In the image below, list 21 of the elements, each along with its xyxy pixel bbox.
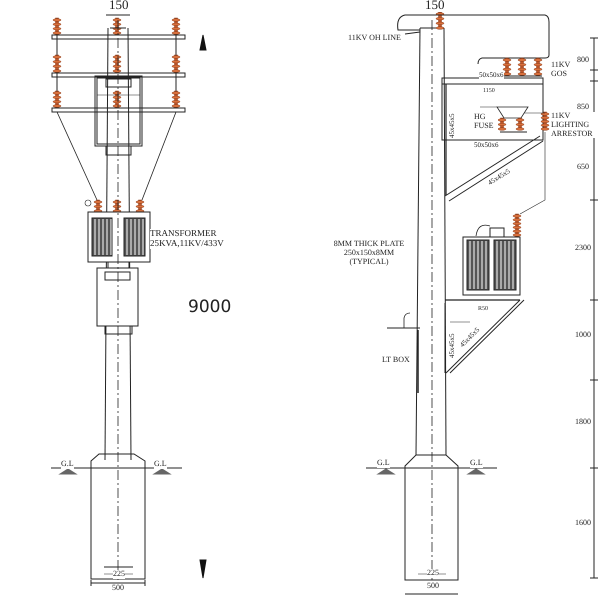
- ground-level-label: G.L: [61, 460, 74, 469]
- dimension-text: 1600: [575, 519, 591, 528]
- dimension-text: 150: [109, 0, 128, 12]
- ground-level-label: G.L: [470, 459, 483, 468]
- dimension-text: 500: [112, 584, 124, 593]
- line-label: 11KV OH LINE: [348, 34, 401, 43]
- lt-box-label: LT BOX: [382, 356, 410, 365]
- dimension-text: 2300: [575, 244, 591, 253]
- dimension-text: 225: [427, 569, 439, 578]
- dimension-text: 800: [577, 56, 589, 65]
- dimension-text: 500: [427, 582, 439, 591]
- dimension-text: 1800: [575, 418, 591, 427]
- fuse-label: HG FUSE: [474, 113, 498, 131]
- dimension-text: 650: [577, 163, 589, 172]
- dimension-text: 225: [113, 570, 125, 579]
- dimension-text: 850: [577, 103, 589, 112]
- dimension-text: 1000: [575, 331, 591, 340]
- arrestor-label: 11KV LIGHTING ARRESTOR: [551, 112, 599, 138]
- ground-level-label: G.L: [154, 460, 167, 469]
- dimension-text: 150: [425, 0, 444, 12]
- ground-level-label: G.L: [377, 459, 390, 468]
